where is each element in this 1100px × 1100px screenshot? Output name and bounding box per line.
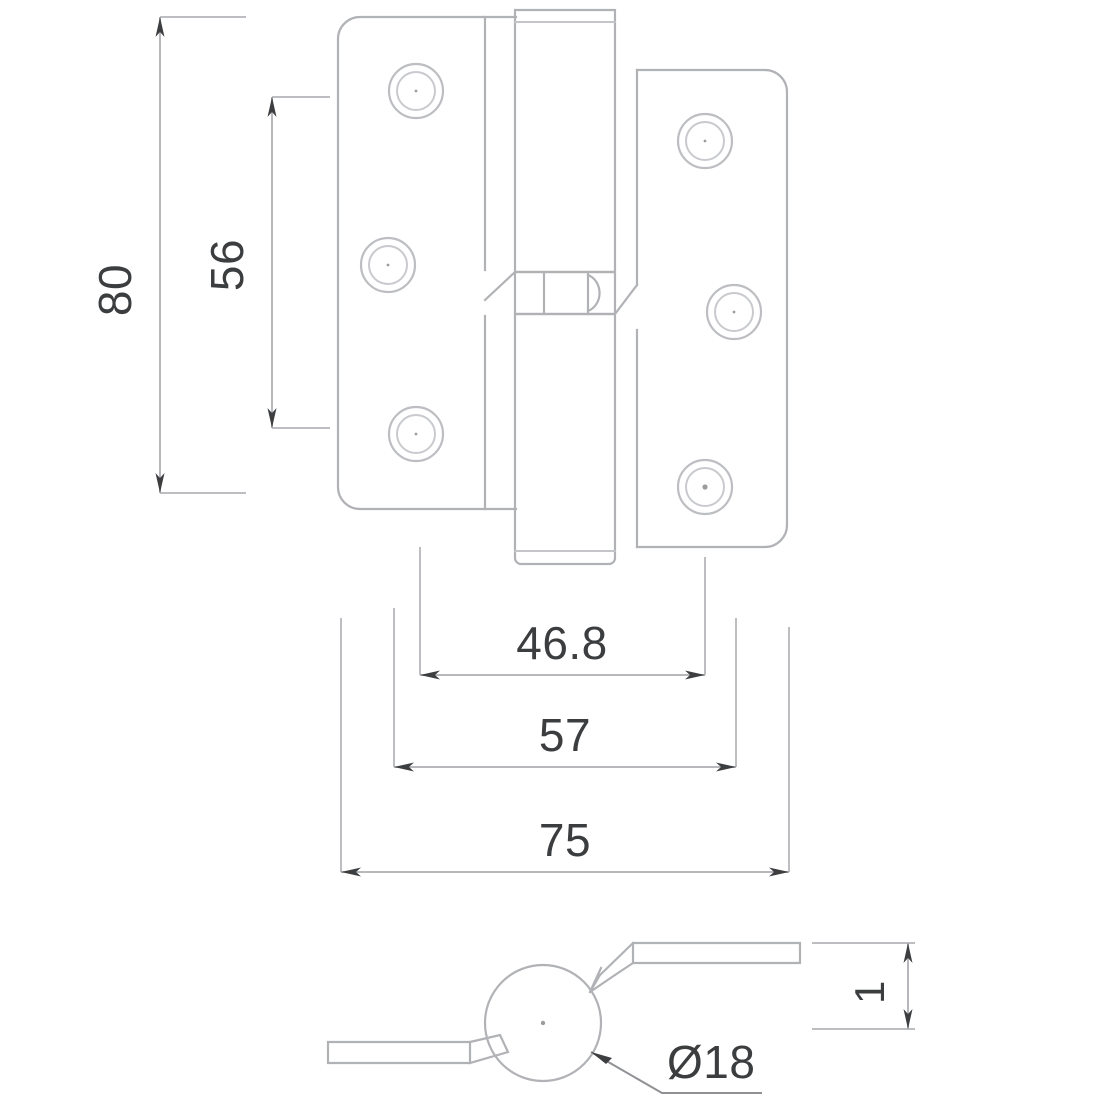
left-leaf-outline bbox=[336, 15, 518, 511]
section-view-group: Ø18 1 bbox=[326, 941, 915, 1094]
left-leaf-chamfer bbox=[483, 270, 517, 302]
right-leaf-hole-middle bbox=[705, 283, 763, 341]
dimension-height-80: 80 bbox=[89, 16, 246, 494]
hinge-pin-dome bbox=[586, 273, 601, 313]
section-left-leaf-wedge bbox=[468, 1033, 510, 1065]
right-leaf-outline bbox=[635, 68, 789, 549]
section-knuckle-circle bbox=[483, 963, 603, 1083]
dim-text-80: 80 bbox=[89, 264, 141, 316]
left-leaf-hole-top bbox=[387, 62, 445, 120]
dim-text-thickness-1: 1 bbox=[846, 981, 893, 1004]
left-leaf-hole-middle bbox=[359, 236, 417, 294]
left-leaf-hole-bottom bbox=[387, 405, 445, 463]
diameter-leader-arrow bbox=[591, 1052, 612, 1064]
right-leaf-chamfer bbox=[613, 283, 639, 316]
section-knuckle-center-mark bbox=[540, 1020, 546, 1026]
dim-text-diameter-18: Ø18 bbox=[667, 1036, 755, 1088]
dimension-width-46-8: 46.8 bbox=[419, 547, 706, 680]
front-view-group bbox=[336, 8, 789, 566]
right-leaf-hole-top bbox=[676, 112, 734, 170]
section-right-leaf bbox=[631, 941, 802, 965]
section-right-wedge-inner bbox=[588, 966, 603, 994]
dimension-width-75: 75 bbox=[340, 618, 790, 877]
dim-text-57: 57 bbox=[539, 709, 591, 761]
dim-text-46-8: 46.8 bbox=[516, 617, 608, 669]
dim-text-56: 56 bbox=[201, 239, 253, 291]
section-right-leaf-wedge bbox=[589, 941, 635, 993]
section-left-leaf bbox=[326, 1040, 472, 1065]
dimension-height-56: 56 bbox=[201, 96, 330, 429]
dimension-width-57: 57 bbox=[393, 608, 737, 772]
dim-text-75: 75 bbox=[539, 814, 591, 866]
knuckle-upper-barrel bbox=[513, 8, 617, 274]
diameter-leader-line bbox=[590, 1051, 762, 1094]
right-leaf-hole-bottom bbox=[676, 458, 734, 516]
knuckle-lower-barrel bbox=[513, 312, 617, 566]
